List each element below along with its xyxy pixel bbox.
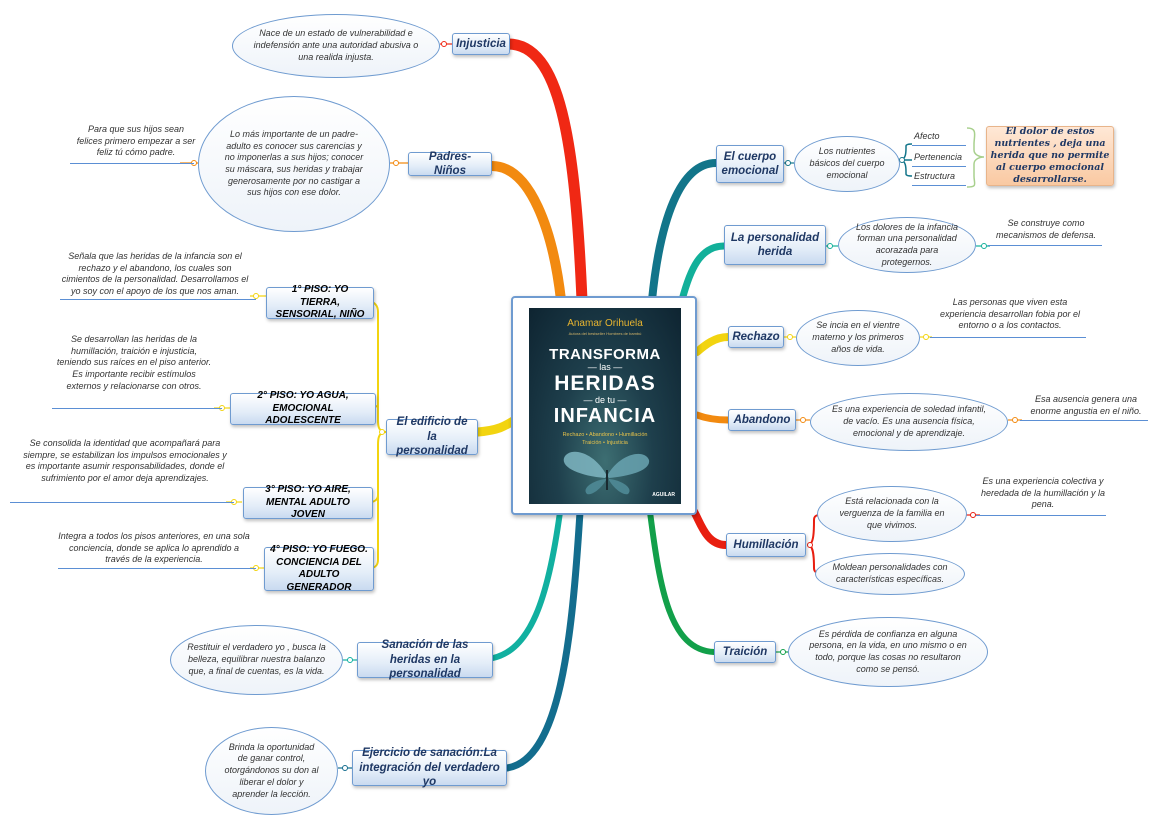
rechazo-note: Las personas que viven esta experiencia … xyxy=(939,297,1081,331)
cover-title-4: — de tu — xyxy=(583,395,627,405)
cover-title-2: — las — xyxy=(587,362,623,372)
node-injusticia[interactable]: Injusticia xyxy=(452,33,510,55)
node-piso-2[interactable]: 2° PISO: YO AGUA, EMOCIONAL ADOLESCENTE xyxy=(230,390,376,426)
piso-4-note: Integra a todos los pisos anteriores, en… xyxy=(58,531,250,565)
humillacion-note: Es una experiencia colectiva y heredada … xyxy=(980,476,1106,510)
branch-padres xyxy=(487,161,566,305)
humillacion-underline xyxy=(976,515,1106,516)
node-personalidad-herida[interactable]: La personalidad herida xyxy=(724,225,826,265)
butterfly-illustration xyxy=(563,451,650,495)
cover-author: Anamar Orihuela xyxy=(567,318,643,329)
piso-3-underline xyxy=(10,502,234,503)
piso-4-underline xyxy=(58,568,256,569)
cuerpo-item-afecto: Afecto xyxy=(914,131,940,141)
cover-subtitle-2: Traición • Injusticia xyxy=(582,440,628,446)
personalidad-description: Los dolores de la infancia forman una pe… xyxy=(838,217,976,273)
cover-subtitle-1: Rechazo • Abandono • Humillación xyxy=(562,432,648,438)
padres-note-underline xyxy=(70,163,194,164)
injusticia-description: Nace de un estado de vulnerabilidad e in… xyxy=(232,14,440,78)
cover-title-5: INFANCIA xyxy=(553,405,657,427)
piso-2-underline xyxy=(52,408,222,409)
node-traicion[interactable]: Traición xyxy=(714,641,776,663)
pertenencia-underline xyxy=(912,166,966,167)
node-piso-1[interactable]: 1° PISO: YO TIERRA, SENSORIAL, NIÑO xyxy=(266,284,374,320)
personalidad-note: Se construye como mecanismos de defensa. xyxy=(995,218,1097,240)
branch-rechazo xyxy=(693,333,732,356)
node-padres-ninos[interactable]: Padres- Niños xyxy=(408,151,492,177)
personalidad-underline xyxy=(988,245,1102,246)
node-cuerpo-emocional[interactable]: El cuerpo emocional xyxy=(716,145,784,183)
branch-humillacion xyxy=(689,506,730,549)
cuerpo-description: Los nutrientes básicos del cuerpo emocio… xyxy=(794,136,900,192)
cover-tagline: Autora del bestseller Hombres de bambú xyxy=(568,331,642,336)
rechazo-underline xyxy=(930,337,1086,338)
branch-ejercicio xyxy=(503,508,584,772)
node-piso-3[interactable]: 3° PISO: YO AIRE, MENTAL ADULTO JOVEN xyxy=(243,484,373,520)
branch-abandono xyxy=(693,411,732,424)
piso-1-note: Señala que las heridas de la infancia so… xyxy=(61,251,249,297)
book-cover-art: Anamar Orihuela Autora del bestseller Ho… xyxy=(529,308,681,504)
branch-traicion xyxy=(647,509,717,655)
piso-1-underline xyxy=(60,299,256,300)
node-ejercicio-sanacion[interactable]: Ejercicio de sanación:La integración del… xyxy=(352,747,507,788)
humillacion-description-1: Está relacionada con la verguenza de la … xyxy=(817,486,967,542)
abandono-underline xyxy=(1020,420,1148,421)
piso-2-note: Se desarrollan las heridas de la humilla… xyxy=(56,334,212,391)
padres-note: Para que sus hijos sean felices primero … xyxy=(76,124,196,158)
estructura-underline xyxy=(912,185,966,186)
afecto-underline xyxy=(912,145,966,146)
traicion-description: Es pérdida de confianza en alguna person… xyxy=(788,617,988,687)
cuerpo-item-estructura: Estructura xyxy=(914,171,956,181)
node-rechazo[interactable]: Rechazo xyxy=(728,326,784,348)
ejercicio-description: Brinda la oportunidad de ganar control, … xyxy=(205,727,338,815)
branch-personalidad xyxy=(678,242,728,304)
node-humillacion[interactable]: Humillación xyxy=(726,533,806,557)
book-cover: Anamar Orihuela Autora del bestseller Ho… xyxy=(511,296,697,515)
cuerpo-callout: El dolor de estos nutrientes , deja una … xyxy=(986,126,1114,186)
rechazo-description: Se incia en el vientre materno y los pri… xyxy=(796,310,920,366)
branch-injusticia xyxy=(502,38,588,306)
cover-publisher: AGUILAR xyxy=(652,492,675,498)
sanacion-description: Restituir el verdadero yo , busca la bel… xyxy=(170,625,343,695)
humillacion-description-2: Moldean personalidades con característic… xyxy=(815,553,965,595)
piso-3-note: Se consolida la identidad que acompañará… xyxy=(23,438,227,484)
node-abandono[interactable]: Abandono xyxy=(728,409,796,431)
branch-sanacion xyxy=(490,509,563,661)
abandono-note: Esa ausencia genera una enorme angustia … xyxy=(1030,394,1142,416)
abandono-description: Es una experiencia de soledad infantil, … xyxy=(810,393,1008,451)
cuerpo-item-pertenencia: Pertenencia xyxy=(914,152,963,162)
node-piso-4[interactable]: 4° PISO: YO FUEGO. CONCIENCIA DEL ADULTO… xyxy=(264,544,374,593)
padres-description: Lo más importante de un padre-adulto es … xyxy=(198,96,390,232)
node-sanacion-heridas[interactable]: Sanación de las heridas en la personalid… xyxy=(357,639,493,680)
node-edificio-personalidad[interactable]: El edificio de la personalidad xyxy=(386,416,478,457)
cover-title-3: HERIDAS xyxy=(554,372,656,395)
cover-title-1: TRANSFORMA xyxy=(549,346,661,363)
branch-cuerpo xyxy=(648,159,720,304)
